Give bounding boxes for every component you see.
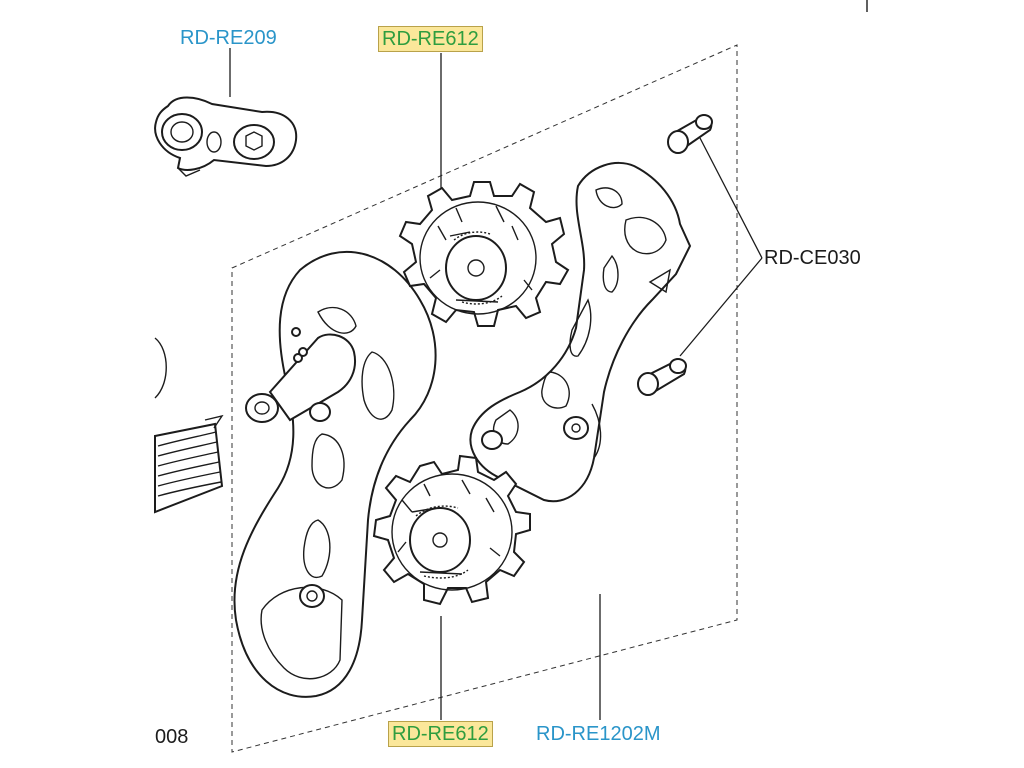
leader-lines (229, 48, 763, 720)
upper-pin-part (667, 114, 713, 154)
label-bracket-link[interactable]: RD-RE209 (180, 27, 277, 49)
label-pins[interactable]: RD-CE030 (764, 247, 861, 269)
bracket-link-part (154, 96, 298, 177)
spring-part (154, 414, 224, 514)
upper-pulley-part (398, 181, 570, 327)
lower-pin-part (637, 358, 687, 396)
label-upper-pulley[interactable]: RD-RE612 (378, 26, 483, 52)
partial-circle-part (154, 337, 167, 399)
label-lower-pulley[interactable]: RD-RE612 (388, 721, 493, 747)
label-cage-assembly[interactable]: RD-RE1202M (536, 723, 661, 745)
label-partial-code: 008 (155, 726, 189, 748)
outer-cage-plate-part (469, 161, 692, 503)
lower-pulley-part (372, 454, 531, 606)
cage-assembly-boundary (231, 44, 738, 753)
inner-cage-plate-part (233, 250, 437, 698)
